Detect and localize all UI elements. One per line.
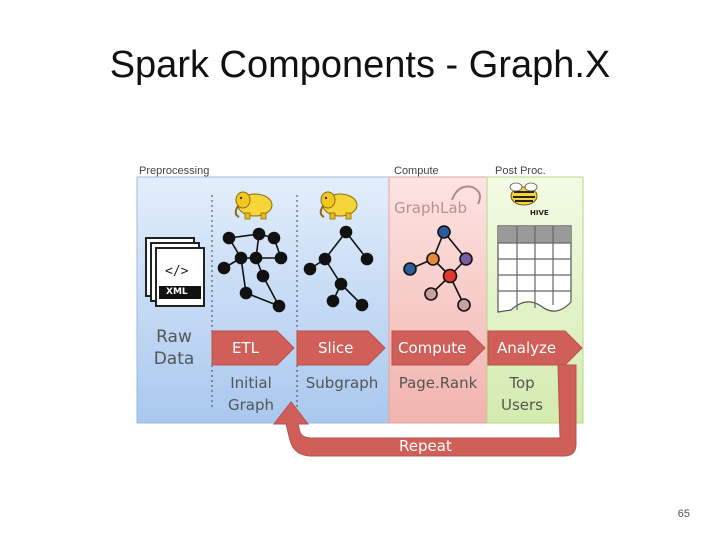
output-label-pagerank: Page.Rank [398, 374, 478, 392]
compute-panel [388, 176, 488, 424]
analyze-arrow [487, 330, 583, 366]
hive-logo-text: HIVE [530, 209, 549, 217]
step-label-slice: Slice [318, 339, 354, 357]
repeat-label: Repeat [399, 437, 452, 455]
xml-document-icon [145, 237, 205, 307]
xml-label: XML [166, 287, 188, 297]
page-number: 65 [677, 508, 690, 520]
slide-title: Spark Components - Graph.X [109, 44, 611, 86]
output-label-line-2: Users [500, 396, 543, 414]
graphlab-swirl-icon [451, 185, 481, 205]
raw-data-label: Raw Data [148, 326, 200, 370]
section-label-post-proc: Post Proc. [495, 165, 546, 177]
raw-data-line-2: Data [153, 349, 195, 369]
xml-tag-glyph: </> [165, 264, 189, 279]
output-label-initial-graph: Initial Graph [214, 372, 288, 416]
hadoop-elephant-icon [234, 191, 273, 220]
section-label-compute: Compute [394, 165, 439, 177]
raw-data-line-1: Raw [156, 327, 192, 347]
output-label-subgraph: Subgraph [305, 374, 379, 392]
step-label-analyze: Analyze [497, 339, 557, 357]
subgraph-icon [303, 225, 374, 312]
graphlab-logo: GraphLab [394, 199, 468, 217]
initial-graph-icon [217, 227, 288, 313]
section-label-preprocessing: Preprocessing [139, 165, 210, 177]
output-label-line-1: Initial [230, 374, 272, 392]
etl-arrow [211, 330, 295, 366]
pagerank-graph-icon [403, 225, 473, 312]
step-label-etl: ETL [232, 339, 259, 357]
results-table-icon [497, 225, 572, 313]
hive-logo-icon [509, 182, 538, 206]
output-label-line-1: Top [509, 374, 535, 392]
compute-arrow [391, 330, 486, 366]
step-label-compute: Compute [398, 339, 467, 357]
output-label-top-users: Top Users [490, 372, 554, 416]
repeat-loop-arrow [272, 364, 577, 457]
slice-arrow [296, 330, 386, 366]
hadoop-elephant-icon [319, 191, 358, 220]
output-label-line-2: Graph [227, 396, 274, 414]
